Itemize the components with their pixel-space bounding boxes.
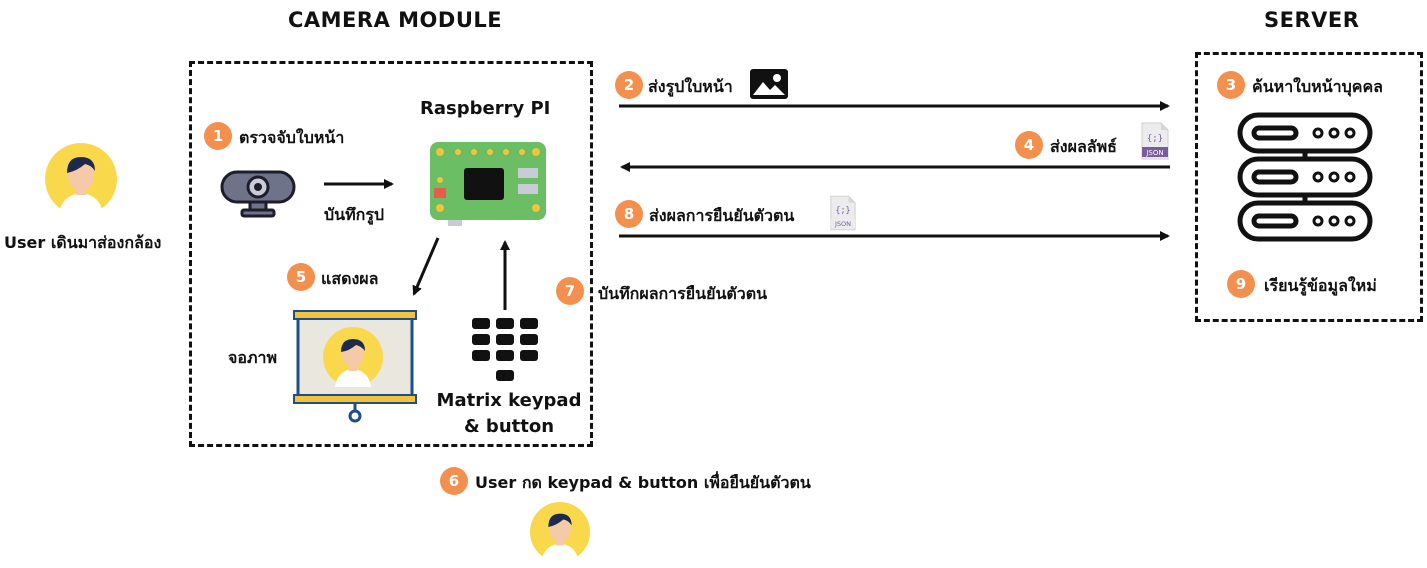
json-file-icon: {;} JSON [1141,122,1169,160]
keypad-label-line1: Matrix keypad [436,390,582,411]
svg-text:{;}: {;} [835,205,850,215]
rpi-label: Raspberry PI [420,98,551,119]
camera-module-title: CAMERA MODULE [288,8,503,32]
step-2-label: ส่งรูปใบหน้า [648,77,733,96]
user-label: User เดินมาส่องกล้อง [4,233,162,252]
step-3-label: ค้นหาใบหน้าบุคคล [1252,77,1383,96]
json-file-icon-2: {;} JSON [830,195,856,231]
step-4-label: ส่งผลลัพธ์ [1050,137,1117,156]
step-5-badge: 5 [287,263,315,291]
keypad-label-line2: & button [463,416,555,437]
matrix-keypad-icon [472,318,538,381]
step-5-label: แสดงผล [321,269,379,288]
step-1-label: ตรวจจับใบหน้า [239,128,345,147]
step-6-label: User กด keypad & button เพื่อยืนยันตัวตน [475,473,811,492]
step-8-badge: 8 [615,200,643,228]
server-icon [1237,112,1373,242]
raspberry-pi-board-icon [430,142,546,226]
step-6-badge: 6 [440,467,468,495]
step-2-badge: 2 [615,71,643,99]
step-7-label: บันทึกผลการยืนยันตัวตน [598,284,768,303]
capture-label: บันทึกรูป [324,205,385,224]
step-9-badge: 9 [1227,270,1255,298]
display-screen-icon [293,310,417,423]
server-title: SERVER [1264,8,1360,32]
step-8-label: ส่งผลการยืนยันตัวตน [649,206,795,225]
user-avatar-icon-2 [530,502,590,562]
svg-text:{;}: {;} [1147,134,1163,144]
webcam-icon [220,170,296,218]
step-1-badge: 1 [204,122,232,150]
step-3-badge: 3 [1217,71,1245,99]
svg-text:JSON: JSON [1145,149,1163,157]
server-box [1195,52,1423,322]
camera-module-box [189,61,593,447]
step-4-badge: 4 [1015,131,1043,159]
step-7-badge: 7 [556,277,584,305]
step-9-label: เรียนรู้ข้อมูลใหม่ [1264,276,1377,295]
user-avatar-icon [45,143,117,215]
display-label: จอภาพ [228,348,278,367]
image-icon [750,69,788,99]
svg-text:JSON: JSON [834,220,851,228]
